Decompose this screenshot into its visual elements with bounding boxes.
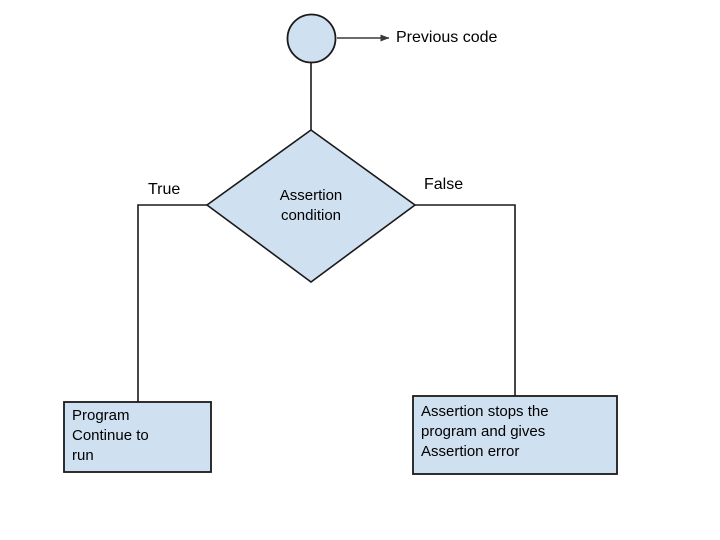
node-false-box[interactable] xyxy=(412,395,618,475)
node-decision-diamond[interactable] xyxy=(205,129,417,283)
false-branch-label: False xyxy=(424,176,464,193)
connector-false-branch xyxy=(415,204,516,396)
true-box-label: Program Continue to run xyxy=(72,407,149,464)
decision-node-label: Assertion condition xyxy=(279,187,343,224)
connector-true-branch xyxy=(137,204,207,402)
false-box-label: Assertion stops the program and gives As… xyxy=(421,403,549,460)
previous-code-label: Previous code xyxy=(396,29,498,46)
node-start-circle[interactable] xyxy=(286,13,337,64)
node-true-box[interactable] xyxy=(63,401,212,473)
true-branch-label: True xyxy=(148,181,181,198)
